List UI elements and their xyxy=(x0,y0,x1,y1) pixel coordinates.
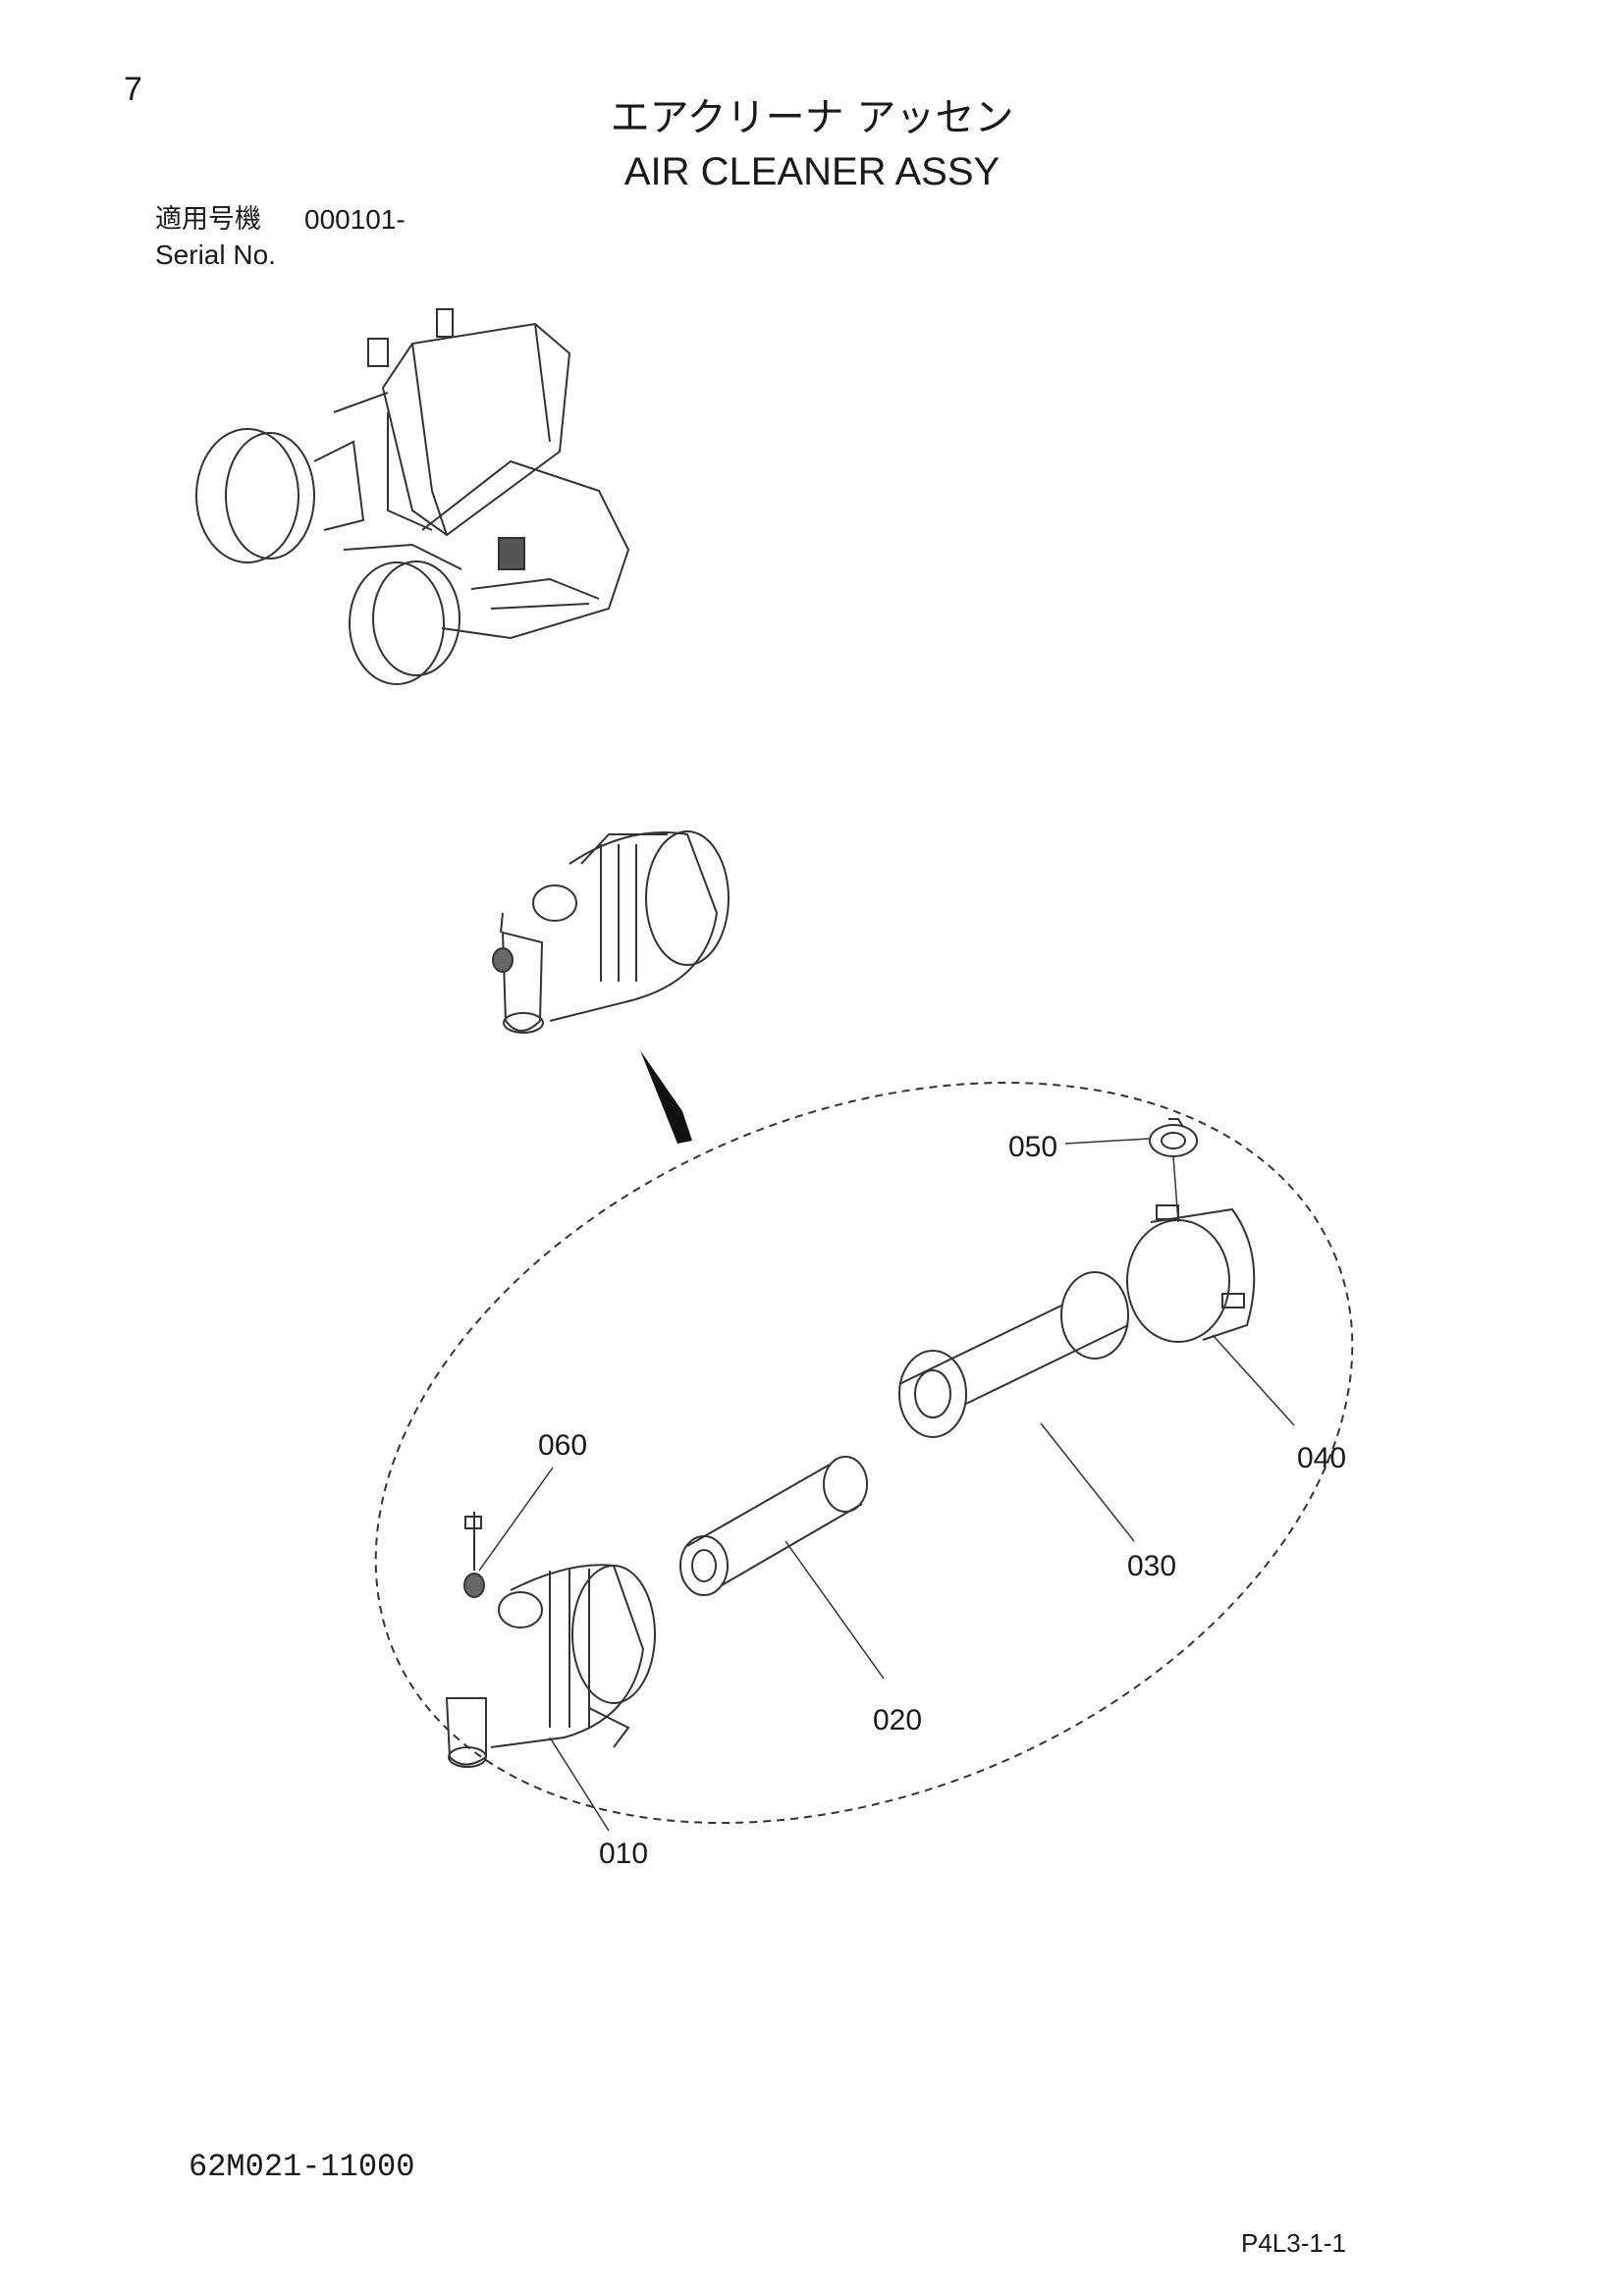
title-japanese: エアクリーナ アッセン xyxy=(610,95,1014,140)
assembly-reference-illustration xyxy=(492,830,730,1034)
callout-020: 020 xyxy=(873,1704,922,1736)
page-code: P4L3-1-1 xyxy=(1241,2228,1346,2258)
serial-label-japanese: 適用号機 xyxy=(155,204,261,235)
serial-label-english: Serial No. xyxy=(155,240,276,270)
callout-050: 050 xyxy=(1008,1131,1057,1163)
part-030-filter xyxy=(898,1271,1129,1438)
callout-030: 030 xyxy=(1127,1550,1176,1582)
machine-overview-illustration xyxy=(195,308,630,685)
callout-060: 060 xyxy=(538,1429,587,1462)
title-english: AIR CLEANER ASSY xyxy=(623,150,1001,193)
page-number: 7 xyxy=(124,71,142,108)
callout-040: 040 xyxy=(1297,1442,1346,1474)
detail-boundary xyxy=(374,1081,1354,1825)
part-060-indicator xyxy=(463,1512,485,1598)
leader-lines xyxy=(478,1138,1295,1832)
part-040-cover xyxy=(1126,1204,1256,1343)
callout-010: 010 xyxy=(599,1838,648,1870)
part-020-inner-filter xyxy=(679,1456,868,1596)
part-010-body xyxy=(445,1564,656,1768)
serial-value: 000101- xyxy=(304,204,406,235)
part-050-cap xyxy=(1149,1118,1198,1157)
drawing-number: 62M021-11000 xyxy=(189,2149,415,2185)
pointer-arrow xyxy=(640,1050,692,1144)
